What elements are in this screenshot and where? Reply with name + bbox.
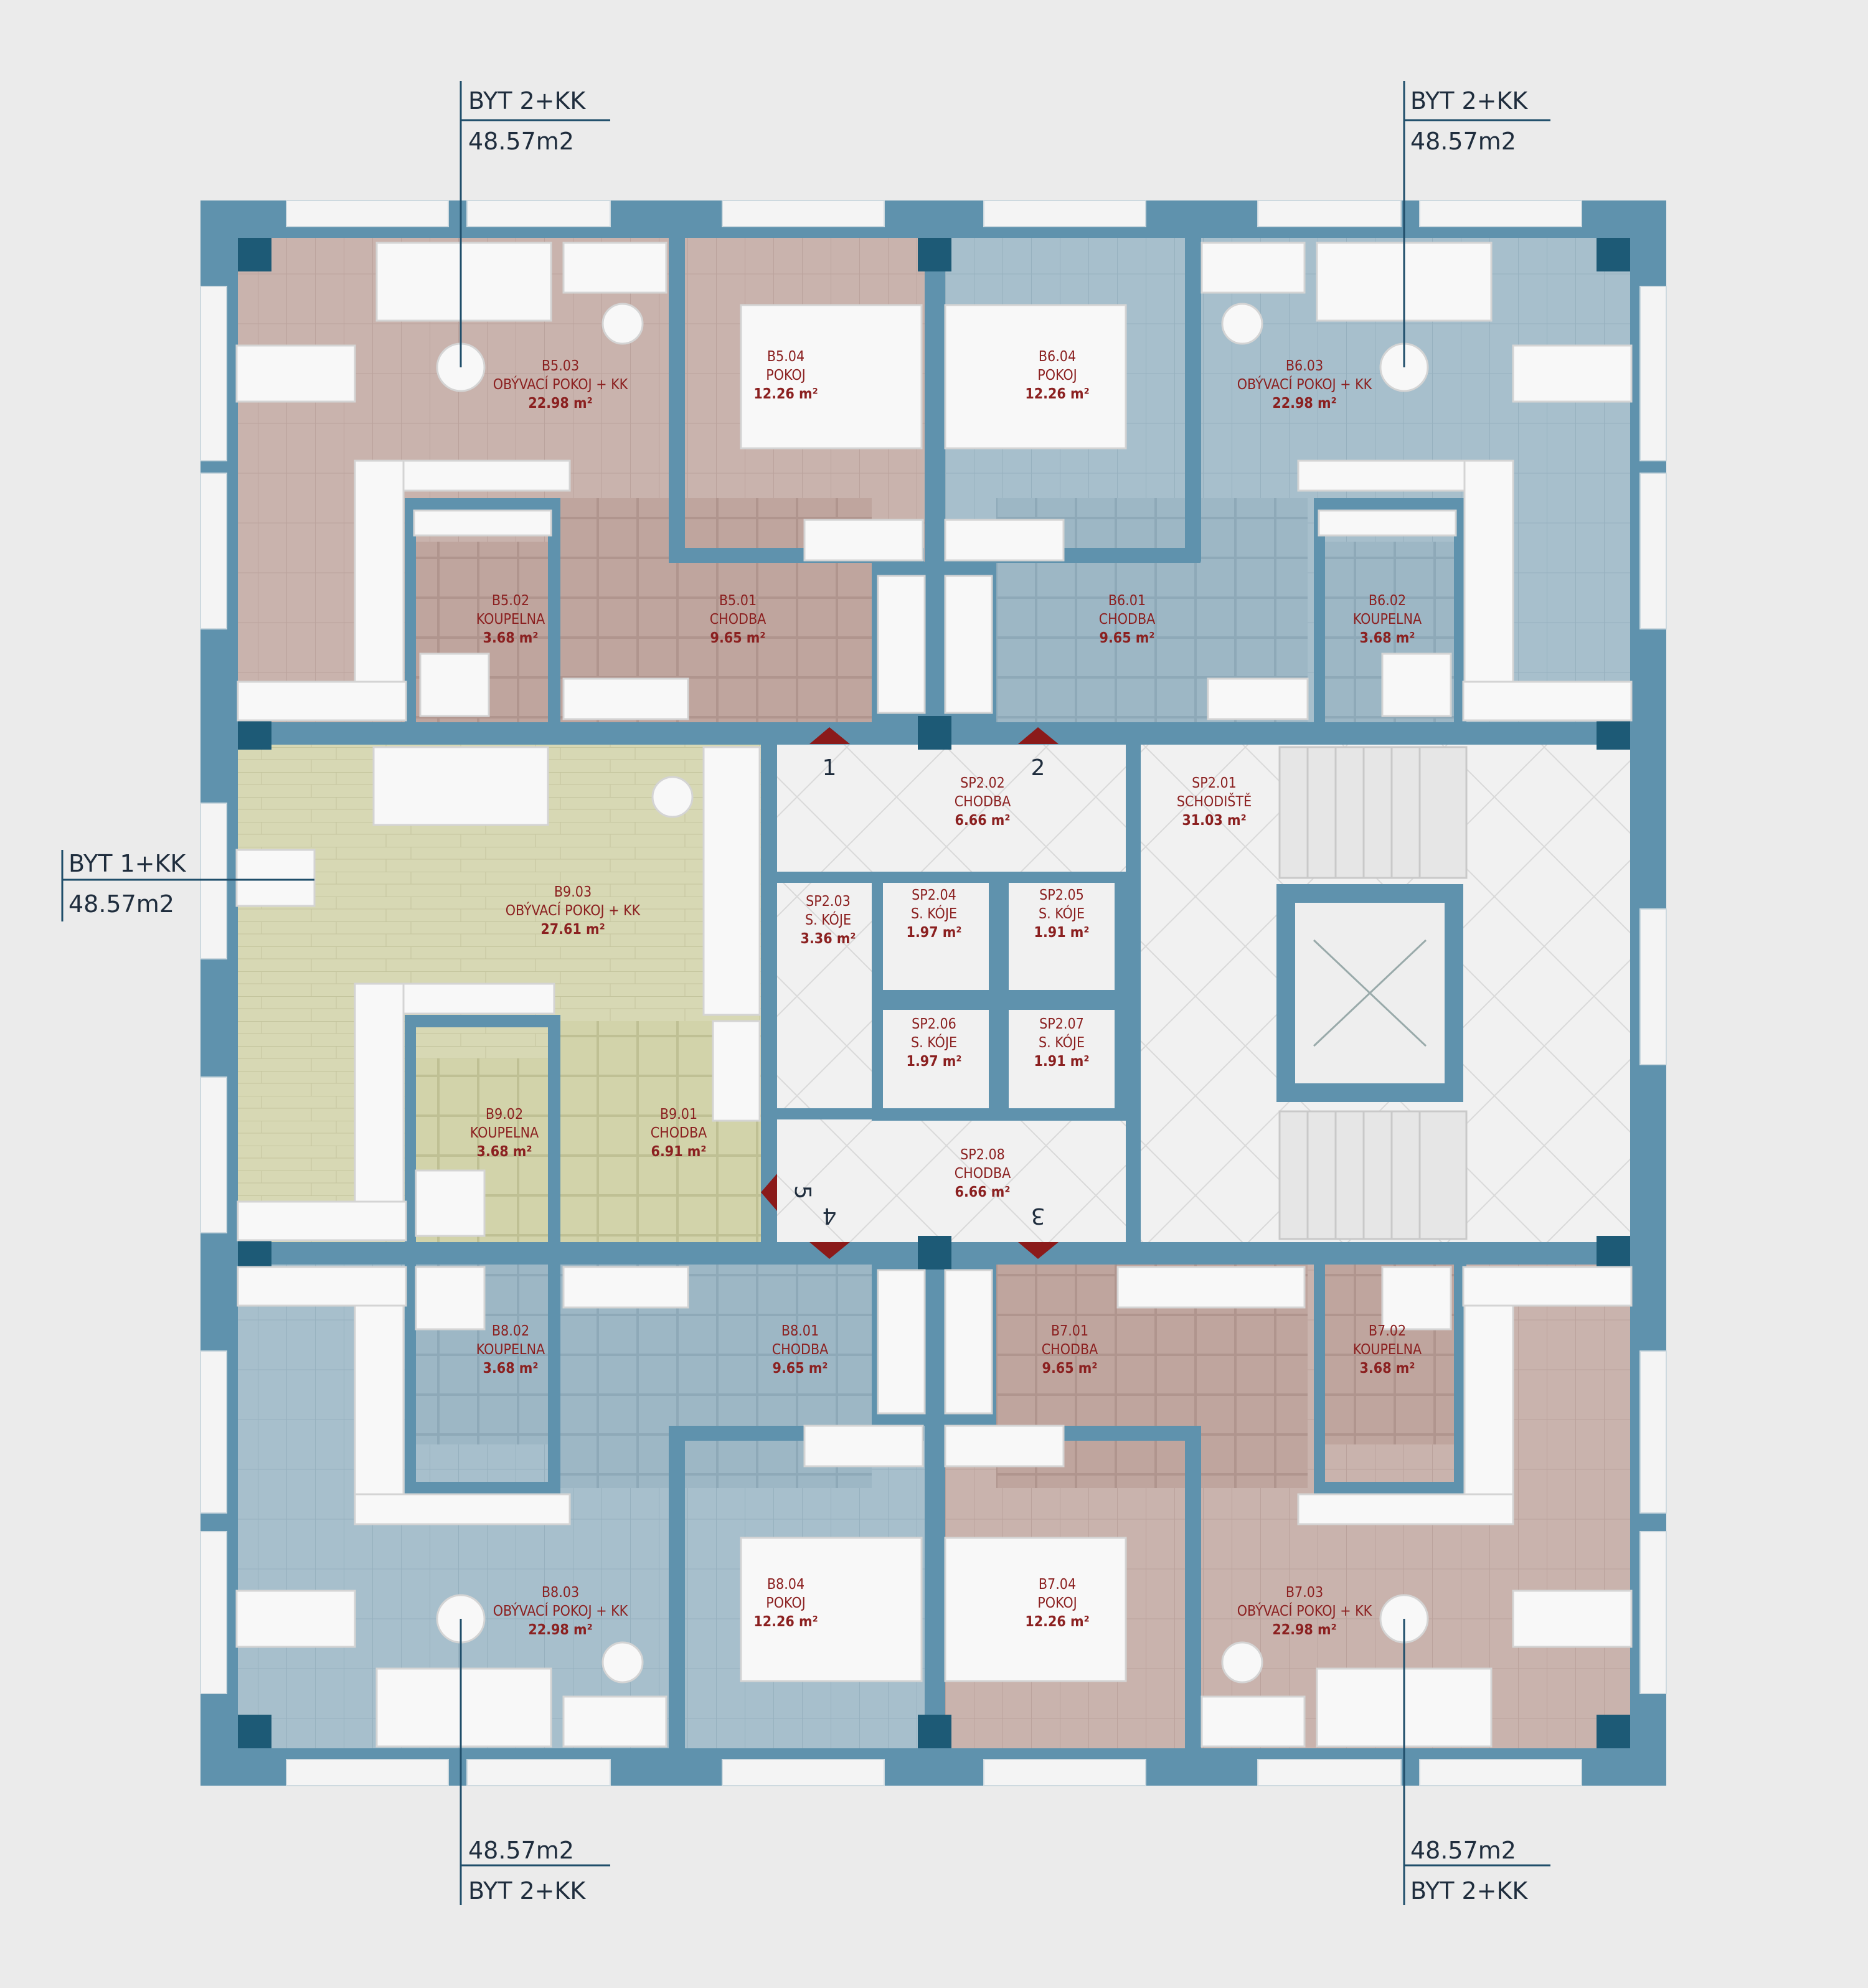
entrance-arrow-4	[809, 1242, 850, 1259]
entrance-number: 5	[790, 1185, 815, 1200]
interior-walls	[200, 238, 1666, 1748]
columns	[238, 238, 1630, 1748]
apartment-area-label: 48.57m2	[468, 128, 574, 155]
apartment-type-label: BYT 2+KK	[468, 87, 586, 115]
callouts	[61, 81, 1550, 1905]
entrance-number: 3	[1031, 1203, 1045, 1228]
windows	[200, 200, 1667, 1786]
entrance-numbers: 1 2 3 4 5	[790, 755, 1045, 1228]
apartment-area-label: 48.57m2	[68, 890, 174, 918]
apartment-area-label: 48.57m2	[468, 1837, 574, 1864]
apartment-area-label: 48.57m2	[1410, 1837, 1516, 1864]
entrance-arrow-3	[1018, 1242, 1059, 1259]
apartment-type-label: BYT 1+KK	[68, 850, 186, 877]
furniture	[235, 242, 1633, 1748]
callout-labels: BYT 2+KK 48.57m2 BYT 2+KK 48.57m2 BYT 1+…	[68, 87, 1528, 1905]
entrance-arrow-2	[1018, 727, 1059, 744]
entrance-markers	[761, 727, 1059, 1259]
entrance-arrow-1	[809, 727, 850, 744]
apartment-area-label: 48.57m2	[1410, 128, 1516, 155]
entrance-number: 4	[823, 1203, 837, 1228]
staircase-steps	[1278, 746, 1468, 1240]
entrance-number: 2	[1031, 755, 1045, 781]
apartment-type-label: BYT 2+KK	[468, 1877, 586, 1905]
apartment-type-label: BYT 2+KK	[1410, 1877, 1528, 1905]
apartment-type-label: BYT 2+KK	[1410, 87, 1528, 115]
entrance-arrow-5	[761, 1174, 777, 1211]
entrance-number: 1	[823, 755, 837, 781]
